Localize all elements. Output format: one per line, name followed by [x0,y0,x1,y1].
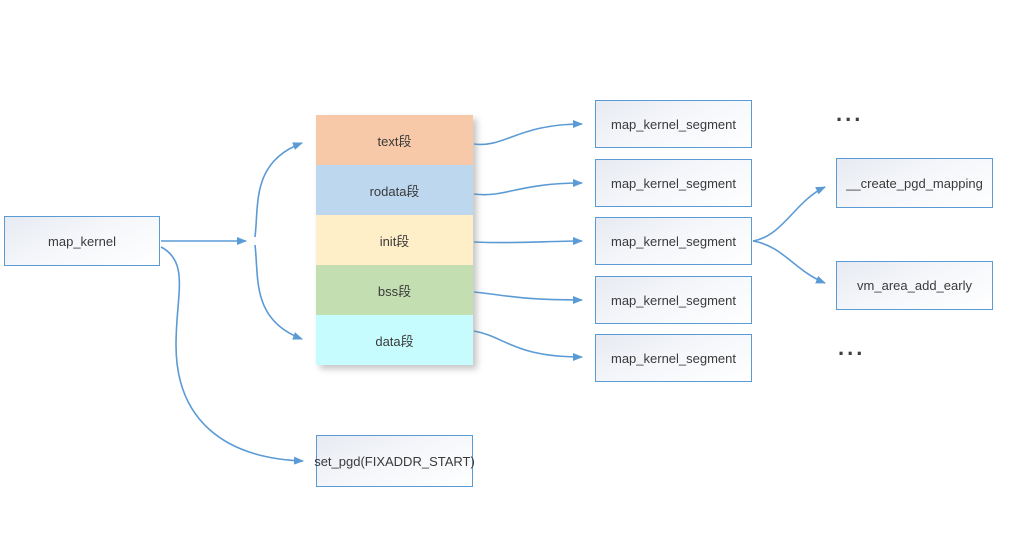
node-create-pgd-mapping: __create_pgd_mapping [836,158,993,208]
memory-segment-stack: text段 rodata段 init段 bss段 data段 [316,115,473,365]
arrow-rodata-to-call2 [473,179,583,196]
arrow-call3-to-vmarea [752,240,826,284]
node-map-kernel-label: map_kernel [48,233,116,249]
segment-text: text段 [316,115,473,165]
segment-data: data段 [316,315,473,365]
arrow-brace-to-data-seg [254,244,303,340]
arrow-bss-to-call4 [473,291,583,304]
arrow-data-to-call5 [473,330,583,361]
node-map-kernel: map_kernel [4,216,160,266]
node-map-kernel-segment-3: map_kernel_segment [595,217,752,265]
node-set-pgd-fixaddr: set_pgd(FIXADDR_START) [314,435,475,487]
node-map-kernel-segment-2: map_kernel_segment [595,159,752,207]
ellipsis-top: ... [836,101,864,126]
arrow-init-to-call3 [473,237,583,246]
segment-init: init段 [316,215,473,265]
node-vm-area-add-early: vm_area_add_early [836,261,993,310]
arrow-text-to-call1 [473,120,583,146]
node-map-kernel-segment-4: map_kernel_segment [595,276,752,324]
ellipsis-bottom: ... [838,335,866,360]
node-map-kernel-segment-5: map_kernel_segment [595,334,752,382]
segment-rodata: rodata段 [316,165,473,215]
arrow-root-to-setpgd [160,246,304,465]
segment-bss: bss段 [316,265,473,315]
arrow-call3-to-createpgd [752,186,826,242]
arrow-brace-to-text-seg [254,142,303,238]
node-map-kernel-segment-1: map_kernel_segment [595,100,752,148]
